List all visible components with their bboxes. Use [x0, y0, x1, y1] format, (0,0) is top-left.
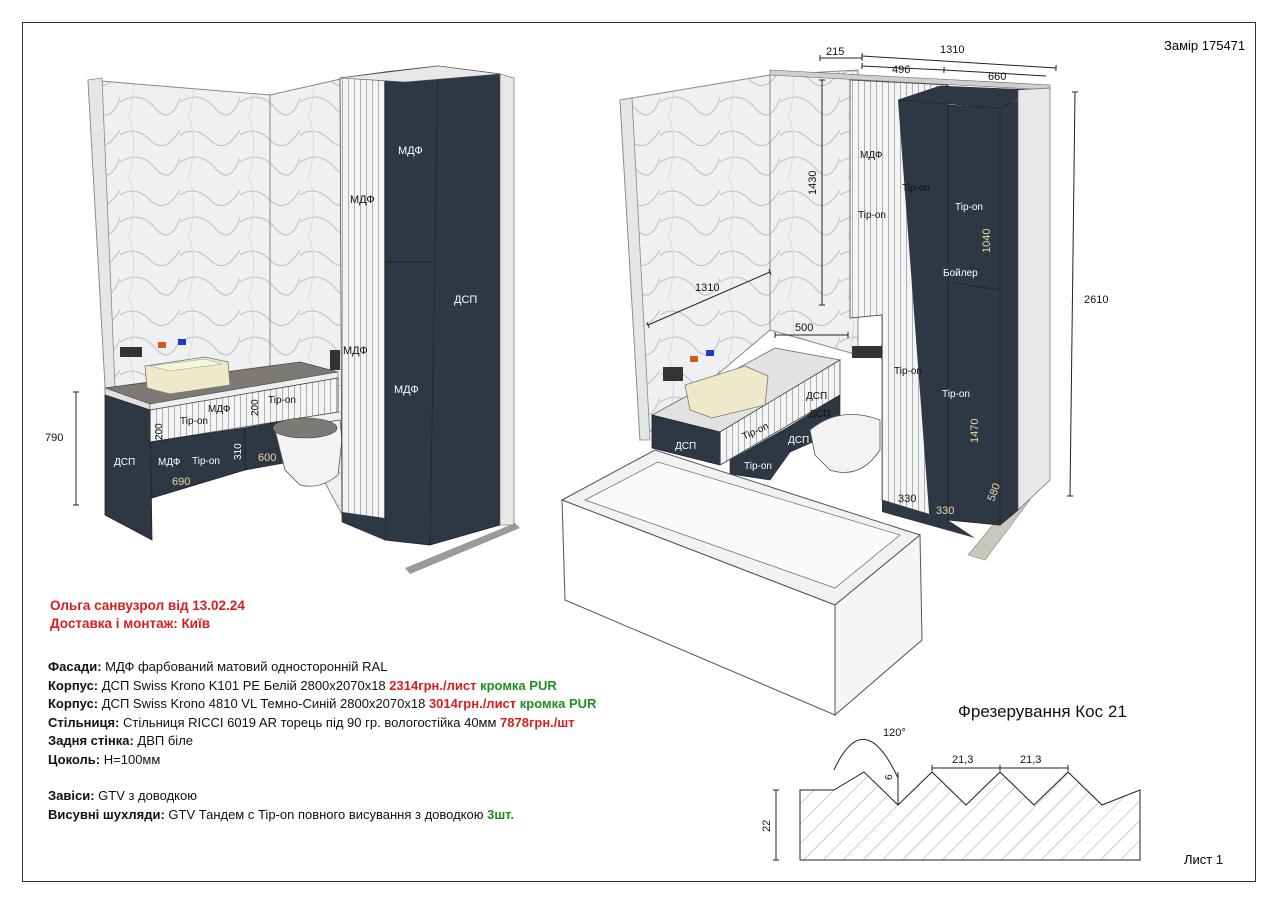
left-dsp-side: ДСП — [454, 294, 477, 306]
dim-200-a: 200 — [154, 423, 165, 440]
right-tipon-1: Tip-on — [902, 183, 930, 194]
spec-body-navy: Корпус: ДСП Swiss Krono 4810 VL Темно-Си… — [48, 696, 597, 711]
right-tipon-5: Tip-on — [942, 389, 970, 400]
right-sink-bowl — [684, 365, 769, 419]
cold-tap-icon — [178, 339, 186, 345]
right-view: МДФ Tip-on Tip-on Tip-on Бойлер Tip-on T… — [560, 44, 1108, 717]
left-mdf-drawer: МДФ — [208, 404, 231, 415]
right-boiler-door — [947, 104, 1001, 291]
socket-icon — [120, 347, 142, 357]
spec-body-white: Корпус: ДСП Swiss Krono K101 PE Белій 28… — [48, 678, 557, 693]
right-tipon-2: Tip-on — [858, 210, 886, 221]
bathtub-side — [834, 533, 923, 717]
right-dsp-3: ДСП — [788, 435, 809, 446]
left-mdf-upper: МДФ — [398, 145, 423, 157]
spec-plinth: Цоколь: Н=100мм — [48, 752, 161, 767]
pitch-label-1: 21,3 — [952, 754, 973, 766]
left-mdf-side: МДФ — [350, 194, 375, 206]
left-tipon-drawer-2: Tip-on — [180, 416, 208, 427]
spec-drawers: Висувні шухляди: GTV Тандем с Tip-on пов… — [48, 807, 515, 822]
dim-310: 310 — [233, 443, 244, 460]
dim-496: 496 — [892, 64, 910, 76]
dim-580: 580 — [986, 482, 1004, 503]
left-dsp-vanity: ДСП — [114, 457, 135, 468]
spec-back-panel: Задня стінка: ДВП біле — [48, 733, 194, 748]
dim-500: 500 — [795, 322, 813, 334]
tall-cabinet-lower-door — [384, 261, 439, 546]
right-tipon-7: Tip-on — [744, 461, 772, 472]
right-boiler-label: Бойлер — [943, 268, 978, 279]
spec-facades: Фасади: МДФ фарбований матовий односторо… — [48, 659, 388, 674]
right-toilet-icon — [809, 414, 881, 473]
dim-660: 660 — [988, 71, 1006, 83]
milling-title: Фрезерування Кос 21 — [958, 702, 1127, 721]
right-cold-tap-icon — [706, 350, 714, 356]
order-title: Ольга санвузрол від 13.02.24 — [50, 598, 245, 613]
pitch-label-2: 21,3 — [1020, 754, 1041, 766]
right-mdf: МДФ — [860, 150, 883, 161]
dim-690: 690 — [172, 476, 190, 488]
depth-label: 6 — [884, 774, 895, 780]
dim-330-b: 330 — [936, 505, 954, 517]
left-mdf-side-lower: МДФ — [343, 345, 368, 357]
left-tipon-drawer: Tip-on — [268, 395, 296, 406]
left-floor-strip — [405, 523, 520, 574]
left-mdf-lower: МДФ — [394, 384, 419, 396]
spec-countertop: Стільниця: Стільниця RICCI 6019 AR торец… — [48, 715, 575, 730]
dim-790: 790 — [45, 432, 63, 444]
right-dsp-1: ДСП — [806, 391, 827, 402]
spec-hinges: Завіси: GTV з доводкою — [48, 788, 197, 803]
left-view: МДФ МДФ ДСП МДФ МДФ МДФ Tip-on Tip-on МД… — [45, 65, 520, 574]
dim-215: 215 — [826, 46, 844, 58]
measurement-number: Замір 175471 — [1164, 38, 1246, 53]
right-flush-icon — [852, 346, 882, 358]
height-label: 22 — [761, 820, 773, 832]
dim-1310-side: 1310 — [695, 282, 719, 294]
left-tipon-lower: Tip-on — [192, 456, 220, 467]
right-tipon-3: Tip-on — [955, 202, 983, 213]
right-dsp-2: ДСП — [809, 409, 830, 420]
vanity-side-panel — [104, 394, 153, 541]
right-lower-drawer — [729, 425, 791, 481]
right-tipon-4: Tip-on — [894, 366, 922, 377]
sheet-frame — [22, 22, 1256, 882]
dim-1310-top: 1310 — [940, 44, 964, 56]
hot-tap-icon — [158, 342, 166, 348]
dim-1040: 1040 — [981, 229, 993, 253]
right-socket-icon — [663, 367, 683, 381]
right-back-wall — [769, 69, 859, 356]
profile-section — [799, 771, 1141, 861]
right-dsp-4: ДСП — [675, 441, 696, 452]
tall-cabinet-upper-door — [384, 65, 439, 263]
dim-200-b: 200 — [250, 399, 261, 416]
vanity-fluted-drawer — [149, 377, 339, 443]
order-delivery: Доставка і монтаж: Київ — [50, 616, 211, 631]
dim-1430: 1430 — [807, 171, 819, 195]
milling-profile: Фрезерування Кос 21 120° 6 21,3 21,3 22 — [761, 702, 1141, 861]
flush-button-icon — [330, 350, 340, 370]
tall-cabinet-fluted-side — [339, 71, 386, 541]
dim-330-a: 330 — [898, 493, 916, 505]
sheet-number: Лист 1 — [1184, 852, 1224, 867]
left-mdf-lower-drawer: МДФ — [158, 457, 181, 468]
angle-label: 120° — [883, 727, 906, 739]
dim-600: 600 — [258, 452, 276, 464]
right-hot-tap-icon — [690, 356, 698, 362]
dim-2610: 2610 — [1084, 294, 1108, 306]
dim-1470: 1470 — [969, 419, 981, 443]
